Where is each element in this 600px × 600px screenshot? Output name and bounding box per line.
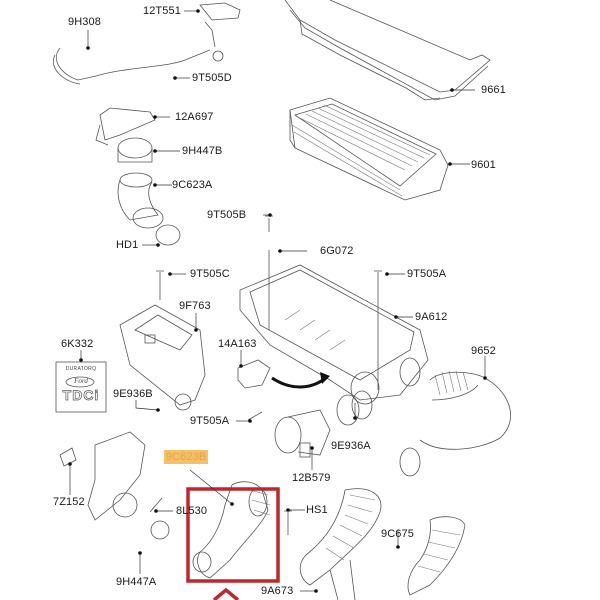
part-label-14a163[interactable]: 14A163: [218, 338, 257, 350]
bolts-drawing: [149, 215, 382, 535]
hose-9a673-drawing: [299, 488, 382, 600]
part-label-9e936a[interactable]: 9E936A: [331, 440, 371, 452]
part-label-9c623b-highlighted[interactable]: 9C623B: [164, 450, 209, 464]
air-box-lower-drawing: [239, 264, 429, 405]
hose-9c675-drawing: [407, 516, 466, 596]
resonator-drawing: [237, 359, 271, 389]
sensor-12a697-drawing: [95, 107, 156, 146]
selection-box: [186, 487, 280, 583]
badge-line-ford: Ford: [74, 377, 88, 385]
part-label-9a612[interactable]: 9A612: [415, 311, 448, 323]
hose-9c623a-drawing: [117, 137, 181, 246]
direction-arrow: [271, 376, 327, 389]
throttle-body-drawing: [59, 431, 170, 540]
badge-line-tdci: TDCi: [62, 387, 100, 404]
hose-9652-drawing: [399, 370, 511, 477]
part-label-9t505d[interactable]: 9T505D: [192, 72, 232, 84]
part-label-9601[interactable]: 9601: [471, 159, 496, 171]
part-label-9t505a-top[interactable]: 9T505A: [407, 268, 447, 280]
part-label-9t505c[interactable]: 9T505C: [190, 268, 230, 280]
part-label-9h447a[interactable]: 9H447A: [116, 576, 157, 588]
air-filter-drawing: [289, 97, 449, 201]
part-label-9h447b[interactable]: 9H447B: [182, 145, 223, 157]
part-label-hd1[interactable]: HD1: [116, 239, 139, 251]
part-label-6k332[interactable]: 6K332: [61, 338, 94, 350]
part-label-8l530[interactable]: 8L530: [176, 505, 208, 517]
part-label-9e936b[interactable]: 9E936B: [113, 388, 153, 400]
tdci-badge-drawing: [55, 361, 107, 413]
part-label-9661[interactable]: 9661: [481, 84, 506, 96]
part-label-9h308[interactable]: 9H308: [68, 16, 101, 28]
part-label-7z152[interactable]: 7Z152: [53, 496, 85, 508]
maf-housing-drawing: [119, 304, 206, 411]
part-label-9c675[interactable]: 9C675: [381, 528, 414, 540]
part-label-12t551[interactable]: 12T551: [143, 5, 181, 17]
part-label-12b579[interactable]: 12B579: [292, 472, 331, 484]
leader-lines: [68, 9, 487, 593]
part-label-9f763[interactable]: 9F763: [179, 300, 211, 312]
selection-pointer: [212, 587, 240, 600]
part-label-9a673[interactable]: 9A673: [261, 585, 294, 597]
air-box-lid-drawing: [284, 0, 491, 101]
part-label-9t505b[interactable]: 9T505B: [207, 209, 247, 221]
maf-tube-drawing: [274, 390, 373, 458]
part-label-12a697[interactable]: 12A697: [175, 111, 214, 123]
tdci-badge: DURATORQ Ford TDCi: [56, 362, 106, 412]
part-label-9t505a-mid[interactable]: 9T505A: [190, 415, 230, 427]
part-label-9c623a[interactable]: 9C623A: [172, 179, 213, 191]
hose-9h308-drawing: [53, 2, 241, 85]
part-label-hs1[interactable]: HS1: [306, 504, 328, 516]
part-label-9652[interactable]: 9652: [471, 345, 496, 357]
badge-line-duratorq: DURATORQ: [65, 366, 97, 372]
hose-9c623b-drawing: [192, 481, 271, 579]
part-label-6g072[interactable]: 6G072: [320, 245, 354, 257]
